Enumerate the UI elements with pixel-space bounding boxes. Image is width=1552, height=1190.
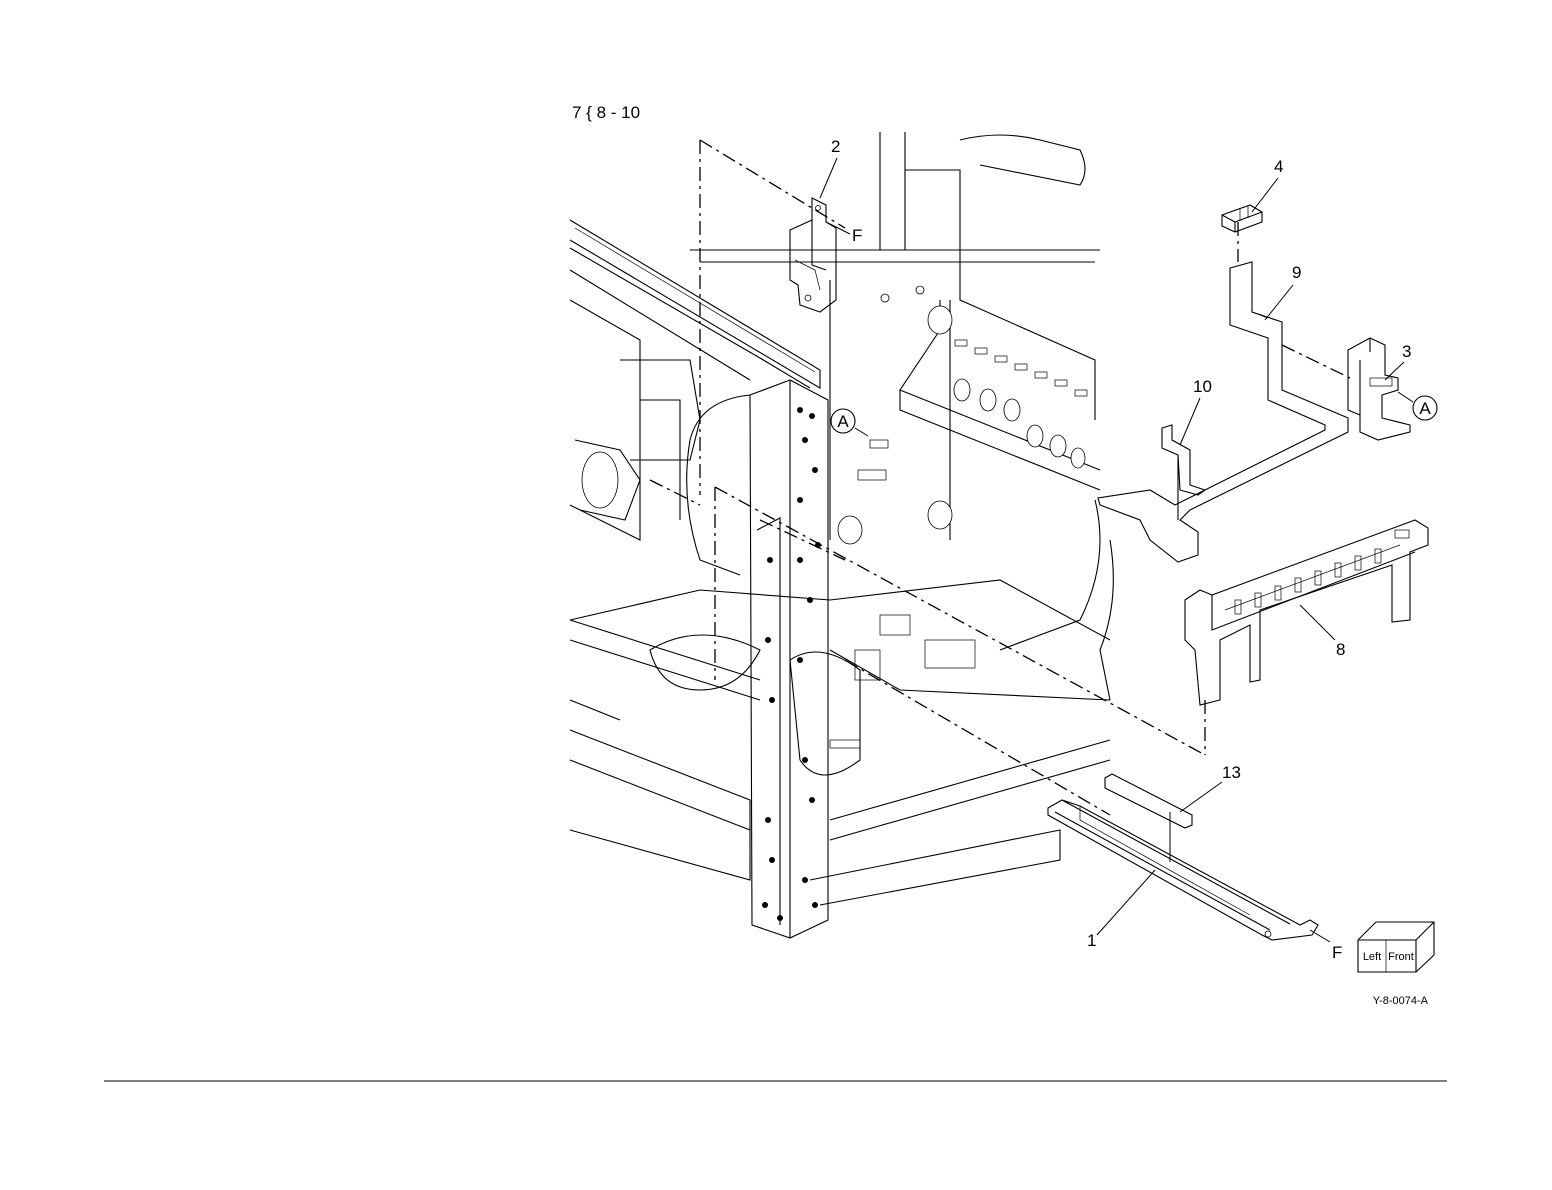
part-4-connector (1222, 205, 1262, 232)
callout-9: 9 (1292, 263, 1301, 282)
part-1-rail (1048, 800, 1318, 940)
callouts: 2 4 9 3 10 8 13 1 (820, 137, 1411, 950)
part-8-cover (1185, 520, 1428, 705)
callout-3: 3 (1402, 342, 1411, 361)
callout-1: 1 (1087, 931, 1096, 950)
figure-id: Y-8-0074-A (1373, 995, 1429, 1007)
part-9-flat-cable (1098, 262, 1348, 562)
orientation-cube: Left Front (1358, 922, 1434, 972)
part-3-bracket (1348, 338, 1410, 440)
cube-front-label: Front (1388, 951, 1414, 963)
callout-4: 4 (1274, 157, 1283, 176)
part-2-bracket (790, 198, 836, 312)
connection-marker-a-left: A (837, 412, 849, 431)
callout-2: 2 (831, 137, 840, 156)
cube-left-label: Left (1363, 951, 1381, 963)
callout-10: 10 (1193, 377, 1212, 396)
callout-8: 8 (1336, 640, 1345, 659)
connection-marker-a-right: A (1419, 399, 1431, 418)
fastener-markers: F F (826, 222, 1342, 962)
part-13-plate (1105, 774, 1192, 828)
machine-frame (570, 132, 1113, 938)
fastener-marker-top: F (852, 226, 862, 245)
callout-13: 13 (1222, 763, 1241, 782)
fastener-marker-bottom: F (1332, 943, 1342, 962)
figure-title: 7 { 8 - 10 (572, 103, 640, 122)
assembly-lines (650, 140, 1350, 815)
